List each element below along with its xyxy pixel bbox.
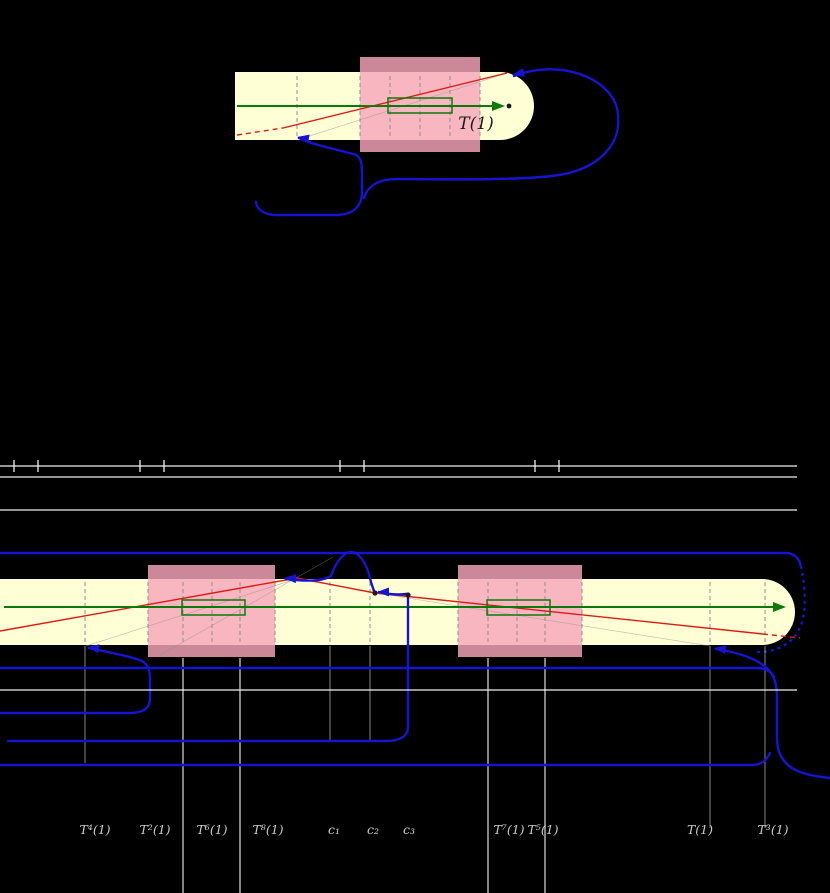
blue-strand-drop (6, 594, 410, 743)
point-label-T1: T(1) (458, 114, 493, 134)
blue-arrowhead-icon (284, 574, 297, 584)
spine-arrowhead-icon (773, 602, 786, 612)
axis-label: T(1) (687, 822, 713, 837)
top-diagram: T(1) (235, 57, 620, 217)
auxiliary-line (85, 578, 297, 647)
axis-label: T⁶(1) (196, 822, 227, 837)
blue-strand-left (0, 646, 152, 715)
rail-ticks (13, 460, 560, 472)
blue-arrowhead-icon (714, 645, 727, 655)
image-line (0, 577, 764, 635)
axis-label: c₃ (403, 822, 415, 837)
axis-label: c₂ (367, 822, 379, 837)
marked-point (372, 590, 378, 596)
axis-label: T²(1) (139, 822, 170, 837)
blue-arrowhead-icon (87, 644, 100, 654)
marked-rectangle-1 (181, 599, 246, 616)
blue-strand-left (254, 136, 364, 217)
axis-label: T⁵(1) (527, 822, 558, 837)
blue-rail (0, 551, 803, 569)
image-line-dashed (762, 633, 801, 639)
image-line (282, 72, 508, 129)
marked-point (506, 103, 512, 109)
axis-labels: T⁴(1) T²(1) T⁶(1) T⁸(1) c₁ c₂ c₃ T⁷(1) T… (79, 822, 788, 837)
blue-arrowhead-icon (297, 134, 310, 144)
grid-lines (84, 646, 766, 893)
axis-label: T⁷(1) (493, 822, 524, 837)
axis-label: T⁸(1) (252, 822, 283, 837)
marked-point (405, 592, 411, 598)
bottom-diagram: T⁴(1) T²(1) T⁶(1) T⁸(1) c₁ c₂ c₃ T⁷(1) T… (0, 460, 830, 893)
dashed-guides (84, 582, 766, 643)
axis-label: c₁ (328, 822, 340, 837)
auxiliary-line (375, 592, 711, 647)
blue-strand-loop (362, 68, 620, 200)
axis-label: T³(1) (757, 822, 788, 837)
blue-strand-hump (284, 550, 376, 593)
critical-box-2 (458, 565, 582, 657)
axis-label: T⁴(1) (79, 822, 110, 837)
image-line-dashed (236, 127, 284, 136)
spine-arrowhead-icon (492, 101, 505, 111)
blue-strand-right-loop (714, 647, 830, 780)
blue-arrowhead-icon (377, 587, 389, 597)
blue-rail-lower-2 (0, 751, 772, 767)
marked-rectangle-2 (486, 599, 551, 616)
blue-rail-lower-1 (0, 666, 776, 679)
blue-arrowhead-icon (512, 68, 525, 77)
marked-rectangle (387, 97, 453, 114)
